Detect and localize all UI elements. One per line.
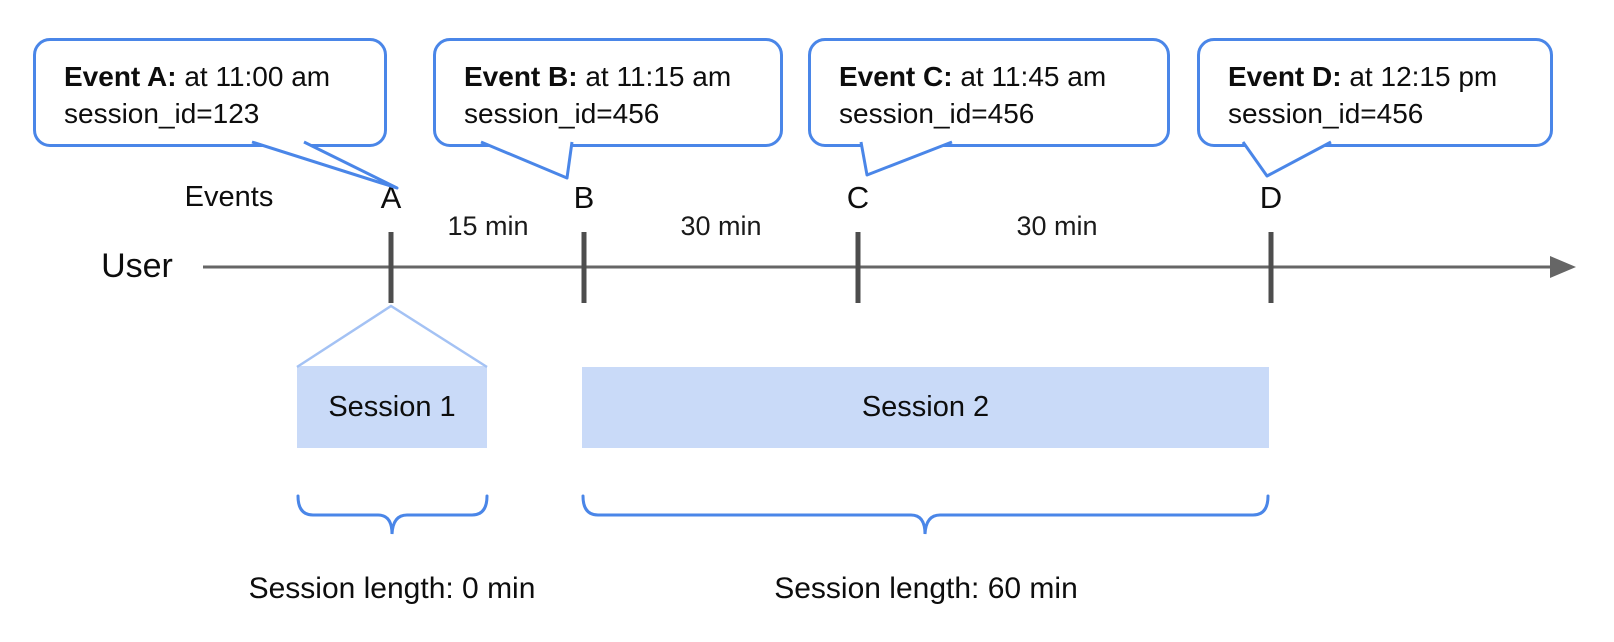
gap-label-b-c: 30 min xyxy=(680,211,762,241)
event-letter-c: C xyxy=(846,180,870,215)
event-b-time: at 11:15 am xyxy=(585,61,732,92)
event-c-bubble: Event C: at 11:45 am session_id=456 xyxy=(808,38,1170,147)
session-2-length-label: Session length: 60 min xyxy=(774,572,1078,605)
bubble-tail-b xyxy=(480,140,574,180)
gap-label-c-d: 30 min xyxy=(1016,211,1098,241)
event-a-bubble: Event A: at 11:00 am session_id=123 xyxy=(33,38,387,147)
session-1-length-label: Session length: 0 min xyxy=(248,572,536,605)
session-2-box: Session 2 xyxy=(582,367,1269,448)
event-a-time: at 11:00 am xyxy=(184,61,331,92)
event-letter-b: B xyxy=(573,180,595,215)
event-b-time-line: Event B: at 11:15 am xyxy=(464,58,770,95)
event-letter-a: A xyxy=(380,180,402,215)
event-letter-d: D xyxy=(1259,180,1283,215)
event-c-session-id: session_id=456 xyxy=(839,98,1035,129)
event-a-session-id: session_id=123 xyxy=(64,98,260,129)
session-2-brace xyxy=(581,494,1270,535)
event-d-time: at 12:15 pm xyxy=(1349,61,1498,92)
event-b-session-id: session_id=456 xyxy=(464,98,660,129)
event-b-bubble: Event B: at 11:15 am session_id=456 xyxy=(433,38,783,147)
event-b-title: Event B: xyxy=(464,61,578,92)
event-a-title: Event A: xyxy=(64,61,177,92)
event-c-time-line: Event C: at 11:45 am xyxy=(839,58,1157,95)
event-d-title: Event D: xyxy=(1228,61,1342,92)
event-a-time-line: Event A: at 11:00 am xyxy=(64,58,374,95)
bubble-tail-d xyxy=(1241,140,1332,178)
events-axis-label: Events xyxy=(184,181,274,213)
event-d-bubble: Event D: at 12:15 pm session_id=456 xyxy=(1197,38,1553,147)
timeline-arrowhead-icon xyxy=(1550,256,1576,278)
session-1-box: Session 1 xyxy=(297,366,487,448)
gap-label-a-b: 15 min xyxy=(447,211,529,241)
session-1-funnel-lines xyxy=(296,304,488,369)
event-c-time: at 11:45 am xyxy=(960,61,1107,92)
event-d-session-id: session_id=456 xyxy=(1228,98,1424,129)
event-c-title: Event C: xyxy=(839,61,953,92)
user-axis-label: User xyxy=(101,247,173,285)
event-d-time-line: Event D: at 12:15 pm xyxy=(1228,58,1540,95)
session-1-brace xyxy=(296,494,489,535)
